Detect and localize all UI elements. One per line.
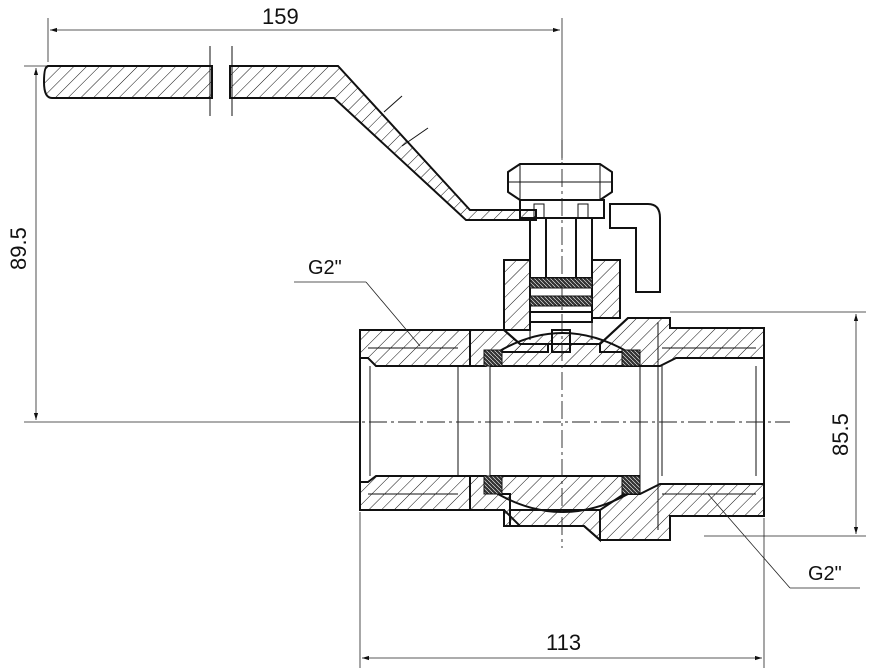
dimension-113-label: 113	[546, 630, 581, 655]
dimension-159-label: 159	[262, 4, 299, 29]
lever-handle	[42, 46, 661, 293]
thread-label-left: G2"	[308, 257, 342, 279]
center-lines	[340, 140, 790, 548]
dimension-body-length: 113	[359, 512, 765, 668]
thread-callout-right: G2"	[707, 493, 860, 589]
ball-and-seats	[483, 332, 641, 513]
dimension-handle-length: 159	[47, 4, 563, 160]
thread-callout-left: G2"	[294, 257, 421, 347]
dimension-89-5-label: 89.5	[6, 227, 31, 270]
dimension-body-height: 85.5	[670, 311, 866, 537]
dimension-height: 89.5	[6, 65, 360, 423]
thread-label-right: G2"	[808, 563, 842, 585]
dimension-85-5-label: 85.5	[828, 413, 853, 456]
